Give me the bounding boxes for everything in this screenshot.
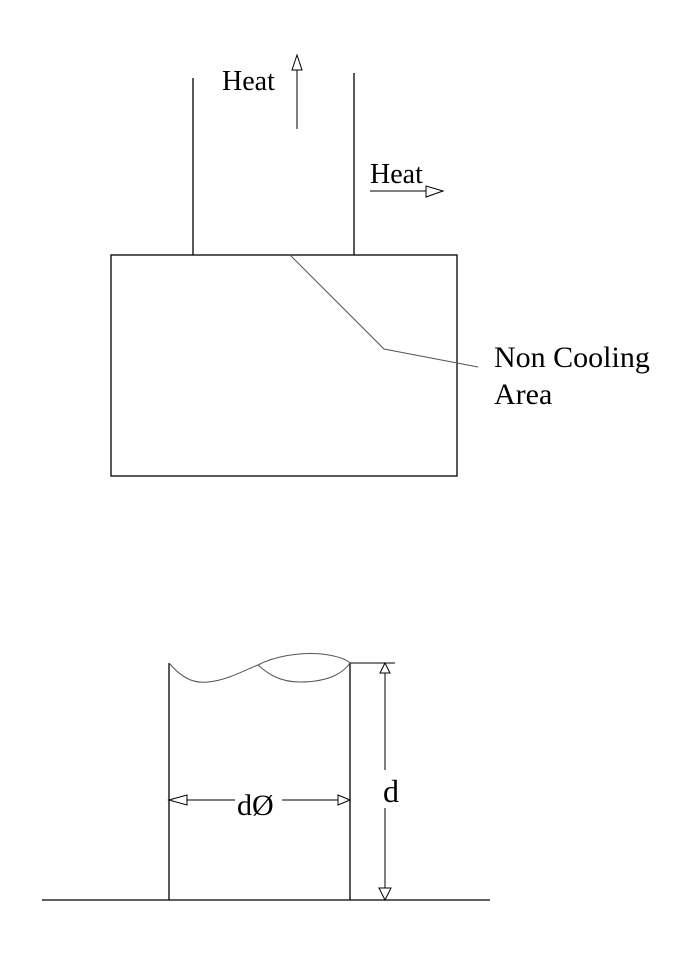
diameter-label: dØ (237, 789, 274, 822)
non-cooling-label-line2: Area (494, 378, 552, 411)
bottom-figure: dØ d (42, 653, 490, 902)
diameter-dimension-arrow-icon (167, 794, 352, 806)
depth-label: d (383, 773, 399, 809)
cylinder-break-line (168, 653, 351, 683)
heat-right-label: Heat (370, 159, 423, 190)
heat-right-arrow-icon (370, 185, 445, 198)
non-cooling-label-line1: Non Cooling (494, 341, 650, 374)
heat-up-label: Heat (222, 66, 275, 97)
depth-dimension-arrow-icon (378, 661, 392, 902)
base-block (110, 254, 458, 477)
heat-up-arrow-icon (291, 53, 303, 129)
non-cooling-leader-line (289, 254, 479, 368)
top-figure: Heat Heat Non Cooling Area (110, 53, 650, 477)
